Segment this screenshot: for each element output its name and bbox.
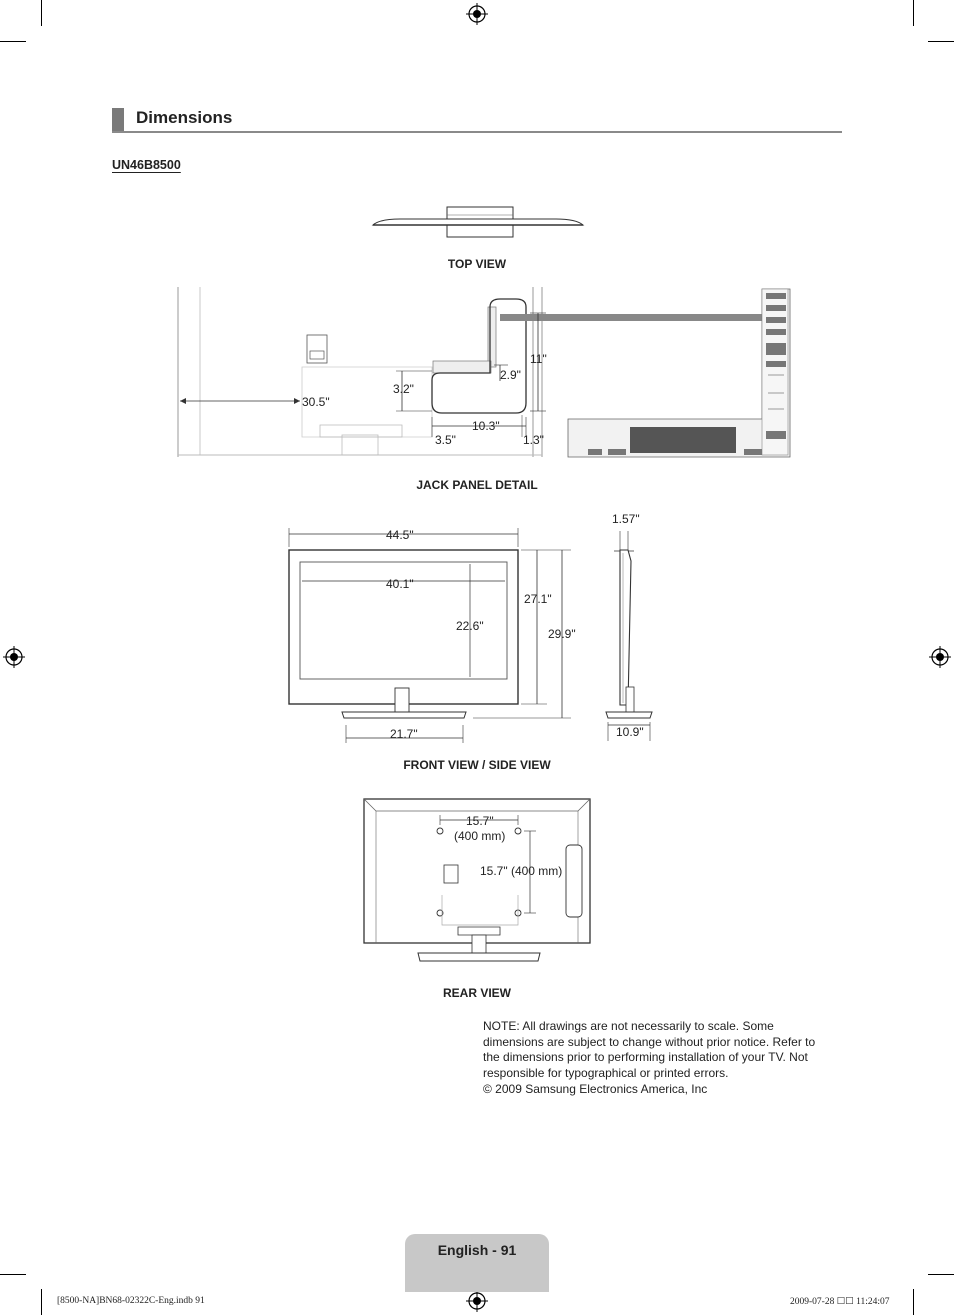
section-title-bar [112, 108, 124, 132]
jack-panel-label: JACK PANEL DETAIL [416, 478, 538, 492]
rear-dim-horizontal: 15.7" [466, 814, 494, 828]
registration-mark-icon [466, 1290, 488, 1312]
disclaimer-note: NOTE: All drawings are not necessarily t… [483, 1019, 816, 1080]
crop-mark [928, 1274, 954, 1275]
footer-timestamp: 2009-07-28 ☐☐ 11:24:07 [790, 1297, 890, 1307]
side-view-drawing [605, 531, 653, 741]
rear-view-drawing [363, 798, 591, 962]
model-number: UN46B8500 [112, 158, 181, 172]
crop-mark [913, 1289, 914, 1315]
side-dim-stand-depth: 10.9" [616, 725, 644, 739]
top-view-drawing [371, 206, 585, 238]
front-dim-screen-width: 40.1" [386, 577, 414, 591]
jack-dim-11: 11" [530, 352, 547, 366]
crop-mark [913, 0, 914, 26]
top-view-label: TOP VIEW [447, 257, 507, 271]
front-dim-screen-height: 22.6" [456, 619, 484, 633]
rear-view-label: REAR VIEW [442, 986, 511, 1000]
jack-dim-3-2: 3.2" [393, 382, 414, 396]
registration-mark-icon [466, 3, 488, 25]
side-dim-depth: 1.57" [612, 512, 640, 526]
front-view-drawing [288, 528, 571, 743]
crop-mark [928, 41, 954, 42]
jack-panel-drawing [177, 287, 791, 458]
section-rule [112, 131, 842, 133]
registration-mark-icon [929, 646, 951, 668]
rear-dim-vertical: 15.7" (400 mm) [480, 864, 563, 878]
page-tab [405, 1234, 549, 1292]
jack-dim-30-5: 30.5" [302, 395, 330, 409]
jack-dim-3-5: 3.5" [435, 433, 456, 447]
jack-dim-10-3: 10.3" [472, 419, 500, 433]
copyright: © 2009 Samsung Electronics America, Inc [483, 1082, 708, 1096]
front-dim-stand-width: 21.7" [390, 727, 418, 741]
front-side-view-label: FRONT VIEW / SIDE VIEW [403, 758, 551, 772]
jack-dim-2-9: 2.9" [500, 368, 521, 382]
crop-mark [41, 0, 42, 26]
page-number: English - 91 [437, 1242, 517, 1258]
crop-mark [0, 1274, 26, 1275]
registration-mark-icon [3, 646, 25, 668]
rear-dim-horizontal-mm: (400 mm) [454, 829, 506, 843]
front-dim-width: 44.5" [386, 528, 414, 542]
front-dim-height-no-stand: 27.1" [524, 592, 552, 606]
crop-mark [0, 41, 26, 42]
crop-mark [41, 1289, 42, 1315]
jack-dim-1-3: 1.3" [523, 433, 544, 447]
footer-filename: [8500-NA]BN68-02322C-Eng.indb 91 [57, 1296, 205, 1306]
section-title: Dimensions [136, 108, 233, 127]
front-dim-height-with-stand: 29.9" [548, 627, 576, 641]
